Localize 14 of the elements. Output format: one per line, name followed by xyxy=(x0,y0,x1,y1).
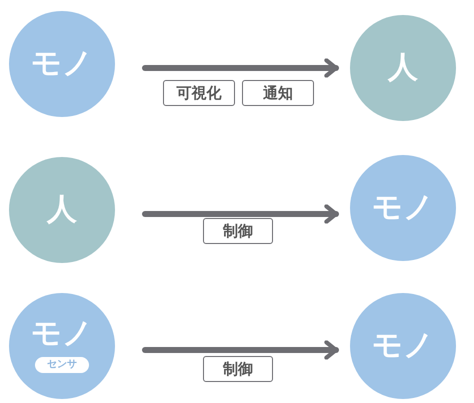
tag-label: 可視化 xyxy=(163,80,235,106)
arrow xyxy=(142,58,339,78)
node-label: モノ xyxy=(31,49,93,79)
node-label: モノ xyxy=(372,193,434,223)
node-label: モノ xyxy=(31,319,93,349)
node-label: 人 xyxy=(388,53,418,83)
arrow xyxy=(142,204,339,224)
tag-label: 制御 xyxy=(203,356,273,382)
sensor-tag: センサ xyxy=(35,357,89,373)
tag-label: 制御 xyxy=(203,218,273,244)
node-label: 人 xyxy=(47,195,77,225)
arrow xyxy=(142,340,339,360)
tag-label: 通知 xyxy=(242,80,314,106)
node-label: モノ xyxy=(372,331,434,361)
